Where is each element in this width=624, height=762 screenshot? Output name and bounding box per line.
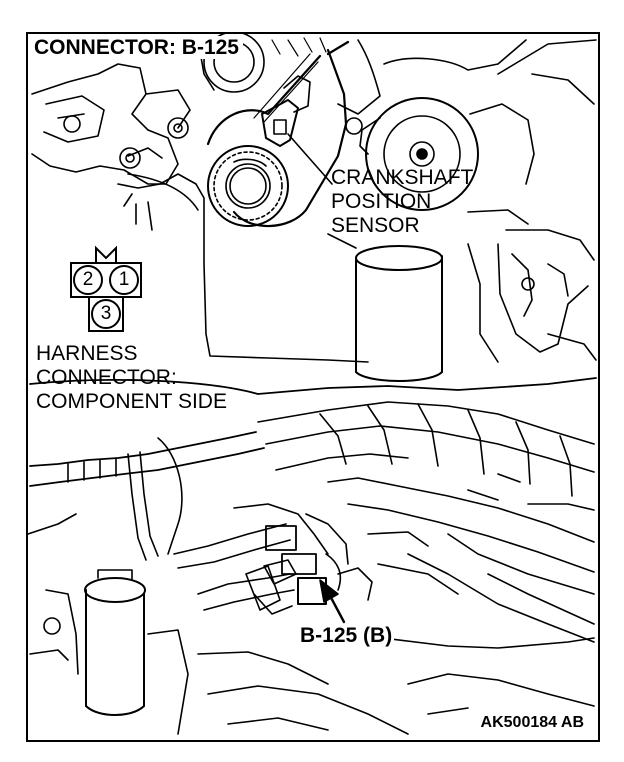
harness-connector-label: HARNESS CONNECTOR: COMPONENT SIDE — [36, 342, 227, 414]
pin-2: 2 — [73, 265, 103, 295]
engine-line-art — [28, 34, 597, 735]
engine-bay-drawing — [28, 401, 595, 735]
diagram-frame: CONNECTOR: B-125 CRANKSHAFT POSITION SEN… — [26, 32, 600, 742]
pin-1: 1 — [109, 265, 139, 295]
sensor-label-line-2: POSITION — [331, 190, 432, 213]
harness-label-line-2: CONNECTOR: — [36, 366, 177, 389]
diagram-title: CONNECTOR: B-125 — [32, 36, 243, 59]
connector-latch-icon — [95, 245, 117, 262]
timing-belt-drawing — [31, 34, 597, 382]
harness-label-line-1: HARNESS — [36, 342, 138, 365]
connector-locator-label: B-125 (B) — [298, 624, 395, 647]
sensor-label-line-3: SENSOR — [331, 214, 420, 237]
figure-code: AK500184 AB — [478, 711, 586, 734]
harness-label-line-3: COMPONENT SIDE — [36, 390, 227, 413]
crankshaft-sensor-label: CRANKSHAFT POSITION SENSOR — [331, 166, 473, 238]
pin-3: 3 — [91, 299, 121, 329]
sensor-label-line-1: CRANKSHAFT — [331, 166, 474, 189]
